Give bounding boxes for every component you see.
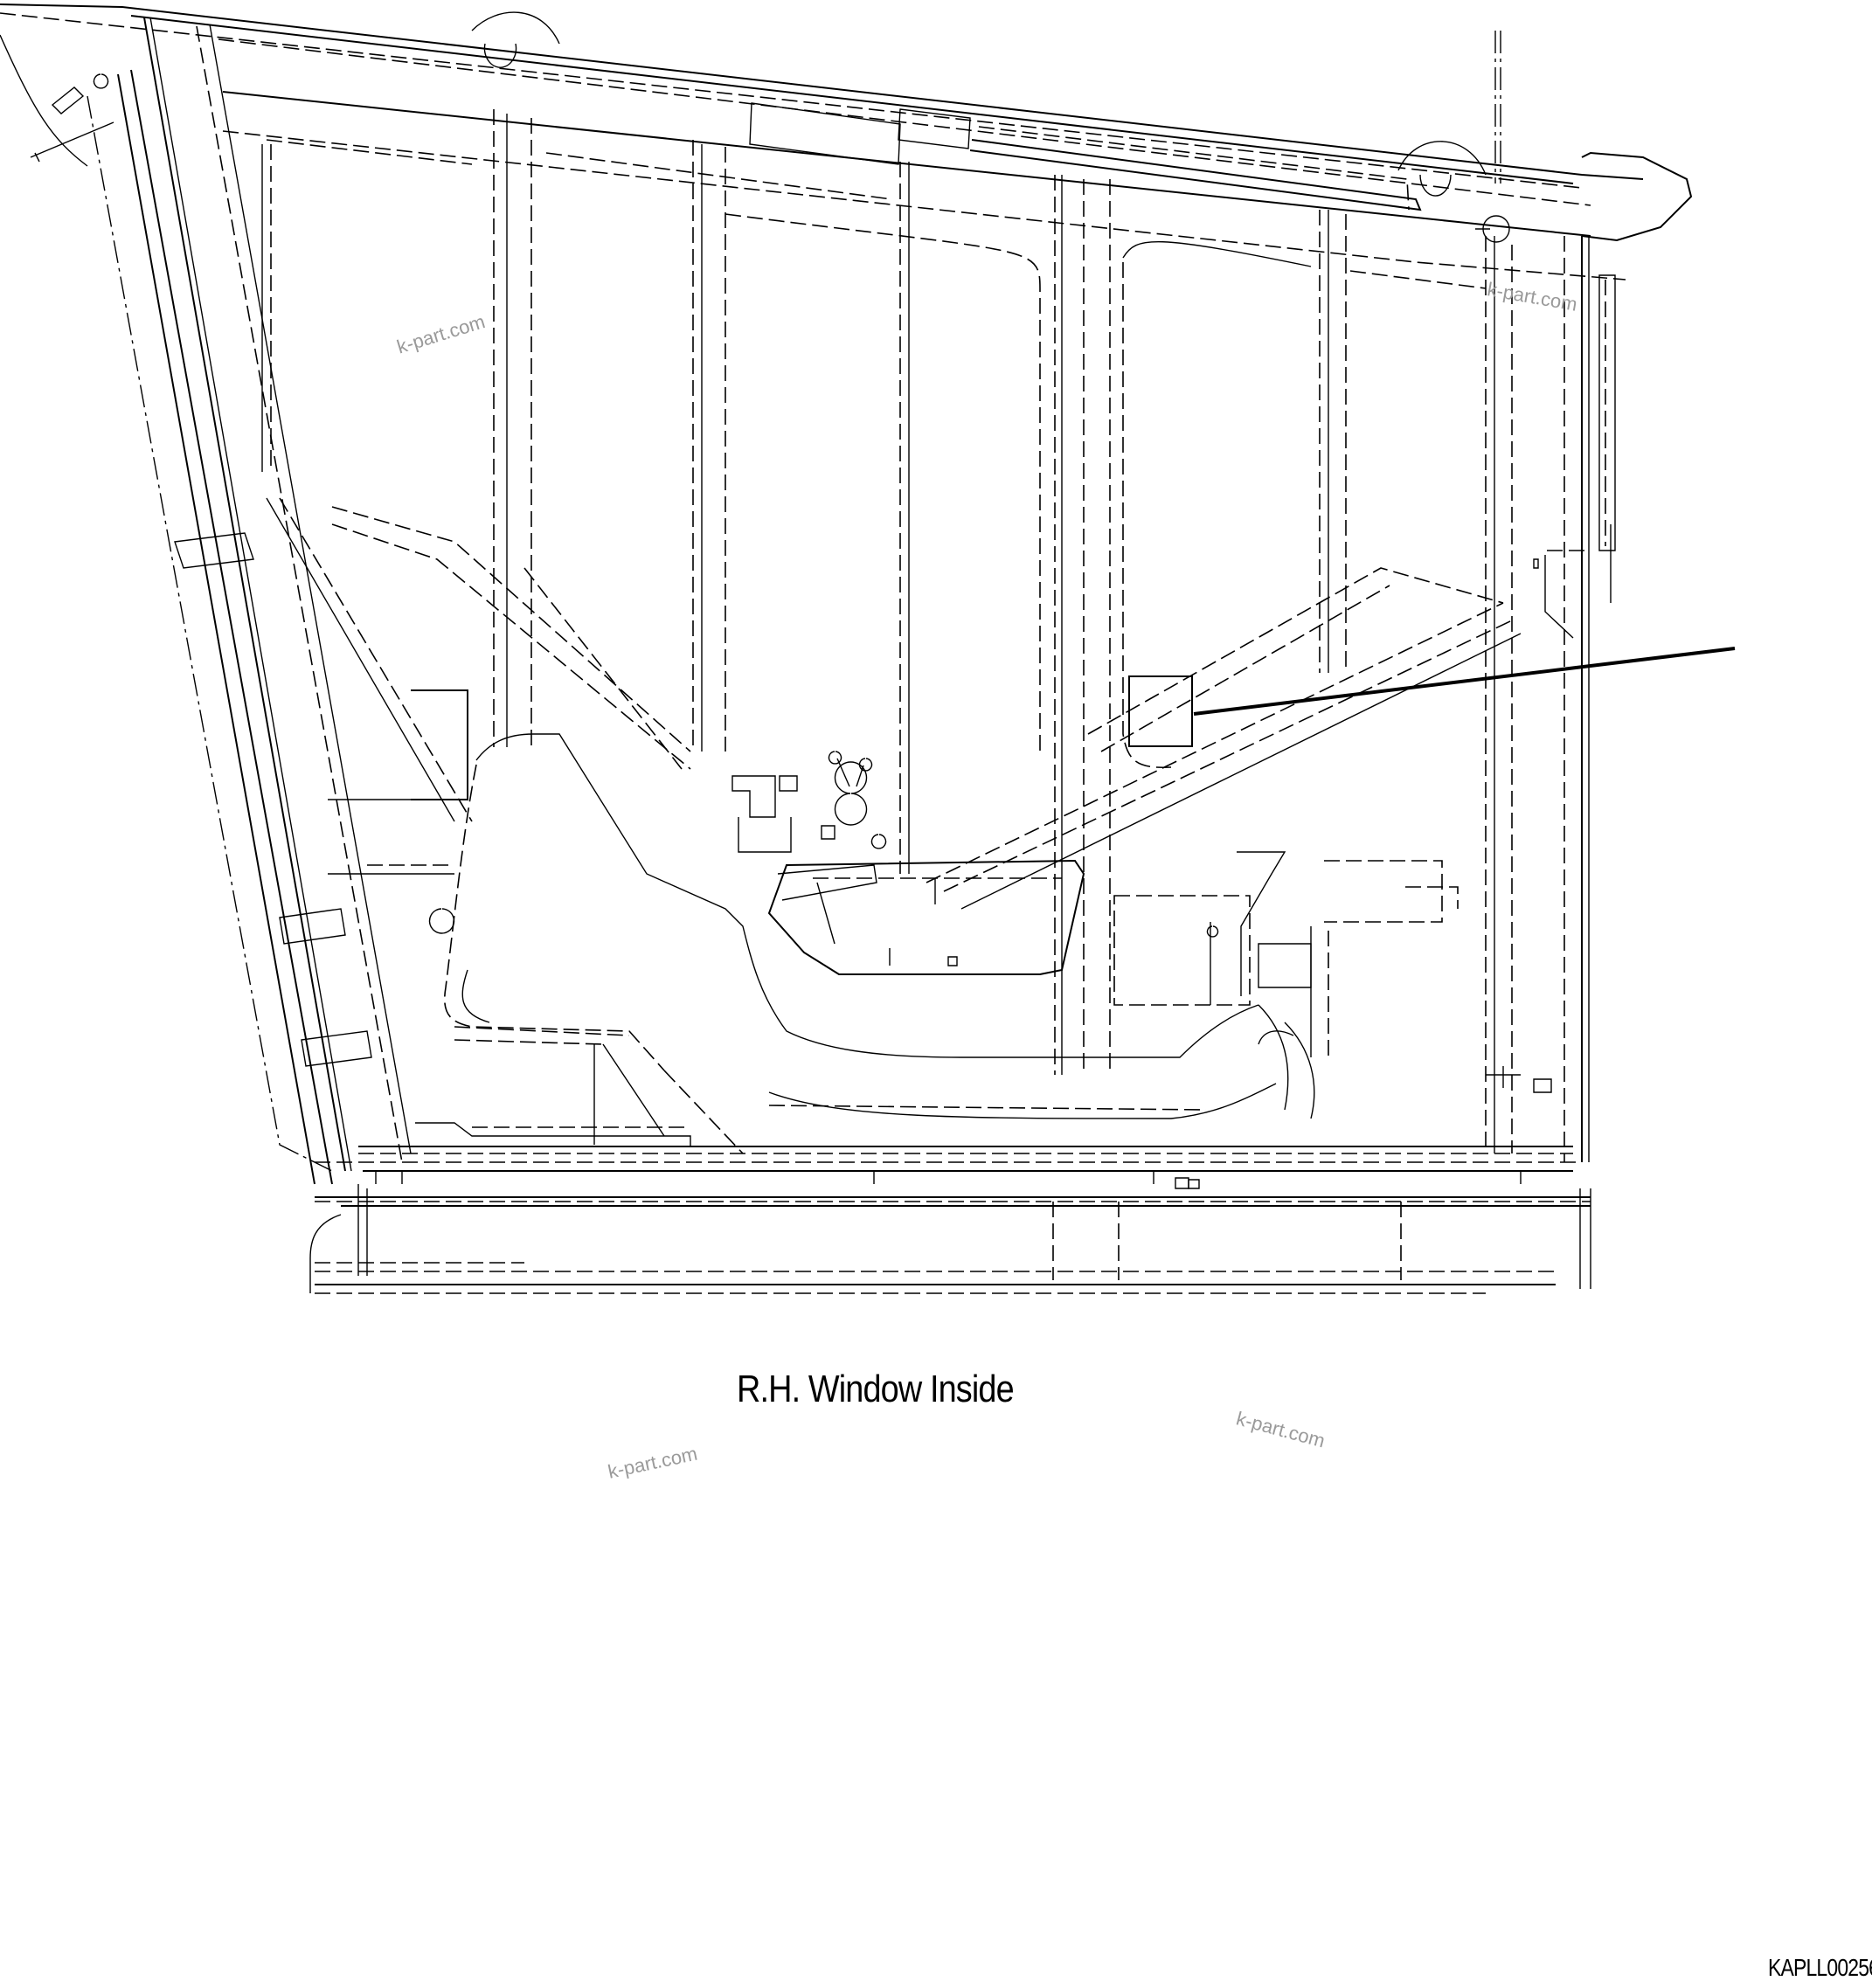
rear-equipment [1113,558,1552,1093]
label-plate [1128,675,1193,747]
operator-seat [428,733,1315,1154]
base-frame [309,1179,1591,1294]
cab-floor [315,1122,1582,1189]
view-caption: R.H. Window Inside [737,1368,1015,1410]
drawing-id: KAPLL00256 [1768,1954,1872,1981]
callout-leader-line [1193,647,1736,716]
diagonal-braces [266,497,1522,910]
roof-frame [0,3,1693,281]
window-frames [261,109,1487,1075]
control-console [731,751,1085,975]
left-side-box [328,689,468,875]
front-pillar [0,17,412,1185]
rear-pillar [1485,236,1616,1162]
